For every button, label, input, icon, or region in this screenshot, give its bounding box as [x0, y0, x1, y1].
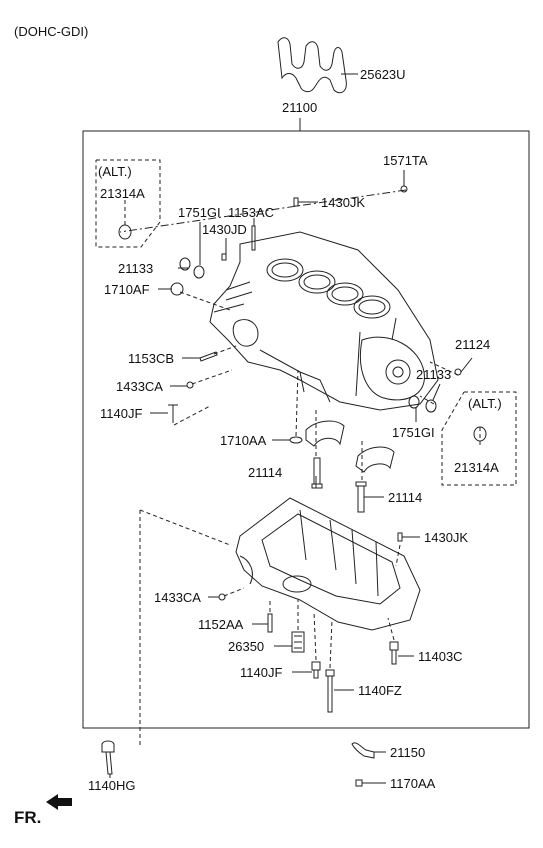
- part-label-1430JK-bottom[interactable]: 1430JK: [424, 530, 469, 545]
- oring-1751GI-right: [408, 395, 420, 409]
- part-label-21314A-right[interactable]: 21314A: [454, 460, 499, 475]
- front-arrow-icon: [46, 794, 72, 810]
- part-label-1751GI-top[interactable]: 1751GI: [178, 205, 221, 220]
- bolt-21114-b: [355, 481, 367, 513]
- alt-label-right: (ALT.): [468, 396, 502, 411]
- part-label-21133-left[interactable]: 21133: [118, 261, 154, 276]
- bolt-1140JF-bottom: [311, 661, 321, 679]
- pin-1153AC: [251, 225, 256, 251]
- plug-1433CA-top: [186, 381, 194, 389]
- pin-1153CB: [199, 351, 218, 362]
- part-label-1710AA[interactable]: 1710AA: [220, 433, 267, 448]
- bolt-1170AA: [355, 779, 363, 787]
- part-label-1140JF-top[interactable]: 1140JF: [100, 406, 143, 421]
- oring-1710AA: [289, 436, 303, 444]
- part-label-25623U[interactable]: 25623U: [360, 67, 406, 82]
- plug-1433CA-bottom: [218, 593, 226, 601]
- part-label-1571TA[interactable]: 1571TA: [383, 153, 428, 168]
- part-label-1152AA[interactable]: 1152AA: [198, 617, 244, 632]
- plug-26350: [291, 631, 305, 653]
- part-label-1170AA[interactable]: 1170AA: [390, 776, 436, 791]
- bearing-cap-1: [305, 420, 345, 447]
- pin-1430JK-bottom: [397, 532, 403, 542]
- part-label-21124[interactable]: 21124: [455, 337, 491, 352]
- cylinder-block-drawing: [209, 231, 439, 411]
- part-label-26350[interactable]: 26350: [228, 639, 265, 654]
- oring-1751GI-left: [193, 265, 205, 279]
- part-label-1433CA-top[interactable]: 1433CA: [116, 379, 163, 394]
- gasket-25623U-drawing: [277, 37, 358, 94]
- part-label-21314A-left[interactable]: 21314A: [100, 186, 145, 201]
- part-label-21150[interactable]: 21150: [390, 745, 426, 760]
- plug-1571TA: [400, 185, 408, 193]
- part-label-21114-a[interactable]: 21114: [248, 465, 283, 480]
- alt-label-left: (ALT.): [98, 164, 132, 179]
- part-label-1140JF-bottom[interactable]: 1140JF: [240, 665, 283, 680]
- part-label-1153CB[interactable]: 1153CB: [128, 351, 175, 366]
- pin-1430JK-top: [293, 197, 299, 207]
- bolt-1140HG: [101, 740, 115, 775]
- seal-21133-right: [425, 399, 437, 413]
- bolt-11403C: [389, 641, 399, 665]
- assembly-frame: [82, 130, 530, 729]
- part-label-1140HG[interactable]: 1140HG: [88, 778, 136, 793]
- seal-21133-left: [179, 257, 191, 271]
- bolt-1140JF-top: [168, 404, 178, 423]
- part-label-1430JD[interactable]: 1430JD: [202, 222, 247, 237]
- group-number-label[interactable]: 21100: [282, 100, 318, 115]
- pin-1152AA: [267, 613, 273, 633]
- pin-1430JD: [221, 253, 227, 261]
- oring-1710AF: [170, 282, 184, 296]
- part-label-1430JK-top[interactable]: 1430JK: [321, 195, 366, 210]
- part-label-1140FZ[interactable]: 1140FZ: [358, 683, 402, 698]
- bearing-cap-2: [355, 446, 395, 473]
- oil-pan-drawing: [235, 497, 421, 631]
- part-label-1751GI-right[interactable]: 1751GI: [392, 425, 435, 440]
- part-label-1433CA-bottom[interactable]: 1433CA: [154, 590, 201, 605]
- part-label-21114-b[interactable]: 21114: [388, 490, 423, 505]
- alt-box-right: [441, 391, 517, 486]
- part-label-1153AC[interactable]: 1153AC: [228, 205, 275, 220]
- bolt-21114-a: [311, 457, 323, 489]
- bolt-1140FZ: [325, 669, 335, 713]
- alt-box-left: [95, 159, 161, 248]
- part-label-11403C[interactable]: 11403C: [418, 649, 463, 664]
- part-label-1710AF[interactable]: 1710AF: [104, 282, 150, 297]
- engine-variant-note: (DOHC-GDI): [14, 24, 89, 39]
- front-direction-label: FR.: [14, 808, 42, 827]
- tube-21150: [351, 742, 375, 759]
- part-label-21133-right[interactable]: 21133: [416, 367, 452, 382]
